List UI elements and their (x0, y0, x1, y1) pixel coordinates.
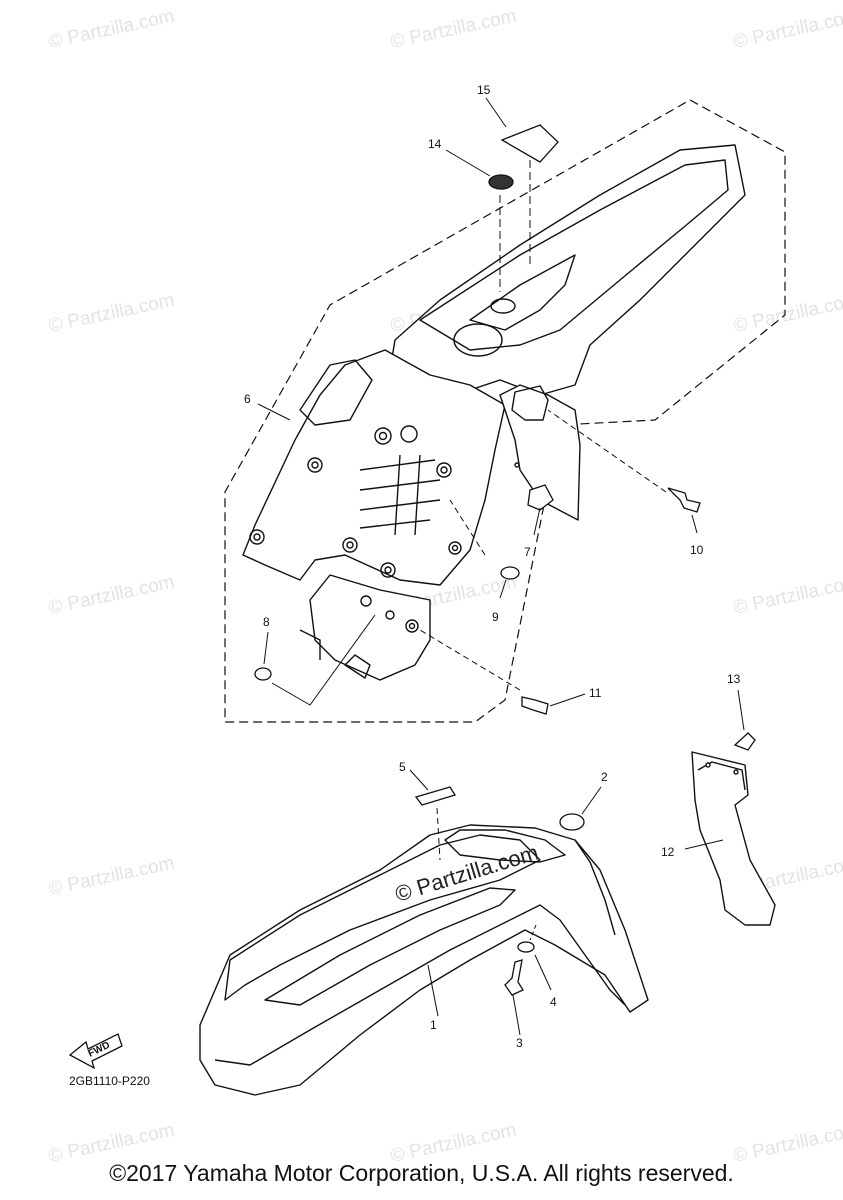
callout-7: 7 (524, 545, 531, 559)
watermark-text: © Partzilla.com (732, 572, 843, 619)
callout-13: 13 (727, 672, 741, 686)
watermark-text: © Partzilla.com (47, 290, 177, 337)
emblem-label (500, 124, 559, 163)
callouts: 15 14 6 7 9 10 8 11 13 5 2 12 4 1 3 (244, 83, 741, 1050)
grommet (500, 566, 520, 580)
bolt-10 (667, 487, 701, 513)
watermark-text: © Partzilla.com (47, 572, 177, 619)
copyright-notice: ©2017 Yamaha Motor Corporation, U.S.A. A… (109, 1160, 734, 1186)
callout-10: 10 (690, 543, 704, 557)
grommet-2 (559, 813, 585, 831)
small-parts (254, 124, 756, 996)
leader-lines (257, 97, 745, 1036)
watermark-text: © Partzilla.com (389, 6, 519, 53)
callout-2: 2 (601, 770, 608, 784)
watermark-text: © Partzilla.com (47, 6, 177, 53)
bolt-3 (504, 959, 524, 996)
callout-11: 11 (589, 686, 602, 700)
callout-9: 9 (492, 610, 499, 624)
screw-13 (733, 732, 756, 751)
fwd-arrow-icon: FWD (68, 1033, 123, 1070)
emblem-icon (488, 174, 514, 190)
callout-14: 14 (428, 137, 442, 151)
bolt-11 (521, 696, 549, 715)
callout-12: 12 (661, 845, 675, 859)
callout-15: 15 (477, 83, 491, 97)
label-5 (414, 786, 457, 806)
clip-nut (527, 484, 554, 511)
mud-flap (691, 751, 776, 926)
callout-4: 4 (550, 995, 557, 1009)
rear-fender (242, 144, 746, 681)
watermark-text: © Partzilla.com (732, 290, 843, 337)
watermark-text: © Partzilla.com (47, 853, 177, 900)
front-fender (199, 824, 649, 1096)
callout-8: 8 (263, 615, 270, 629)
collar (254, 667, 272, 681)
callout-1: 1 (430, 1018, 437, 1032)
watermark-text: © Partzilla.com (732, 6, 843, 53)
callout-5: 5 (399, 760, 406, 774)
callout-3: 3 (516, 1036, 523, 1050)
diagram-code: 2GB1110-P220 (69, 1074, 150, 1088)
washer-4 (517, 941, 535, 953)
callout-6: 6 (244, 392, 251, 406)
assembly-boundary (224, 99, 786, 723)
